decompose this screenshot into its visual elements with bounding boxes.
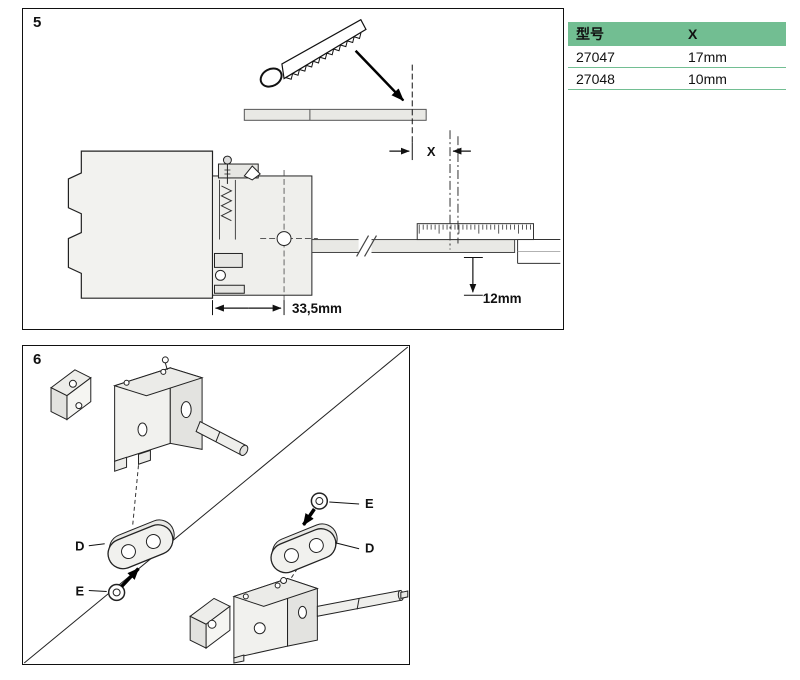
washer-e-lower <box>310 492 329 510</box>
step-5-number: 5 <box>33 14 42 31</box>
svg-text:D: D <box>365 541 374 556</box>
table-row: 27048 10mm <box>568 67 786 90</box>
adapter-d-upper <box>107 519 175 570</box>
dashed-guide-upper <box>132 465 139 527</box>
bracket-mechanism <box>212 155 318 302</box>
tube-rod <box>243 108 427 121</box>
step-6-diagram: D E E D <box>23 346 409 664</box>
step-6-number: 6 <box>33 351 42 368</box>
width-dim-label: 33,5mm <box>292 301 342 316</box>
insert-arrow-upper <box>120 567 140 588</box>
width-dimension: 33,5mm <box>212 300 342 316</box>
height-dim-label: 12mm <box>483 291 522 306</box>
roller-axis-circle <box>276 231 292 247</box>
shaft-break-gap <box>358 236 372 256</box>
label-d-upper: D <box>75 539 105 554</box>
model-table: 型号 X 27047 17mm 27048 10mm <box>568 22 786 90</box>
x-dimension: X <box>389 142 471 161</box>
clip-detail <box>243 165 261 181</box>
step-5-diagram: X 33,5mm 12mm <box>67 18 561 316</box>
svg-text:D: D <box>75 539 84 554</box>
shaft-break-marks <box>356 235 377 257</box>
screw-icon <box>222 155 232 184</box>
x-cell: 10mm <box>680 67 786 90</box>
insert-arrow-lower <box>302 507 316 526</box>
spring-icon <box>219 179 236 240</box>
step-5-panel: 5 <box>22 8 564 330</box>
shaft <box>311 235 516 257</box>
x-dim-label: X <box>427 144 436 159</box>
table-header-row: 型号 X <box>568 22 786 46</box>
model-cell: 27048 <box>568 67 680 90</box>
svg-text:E: E <box>76 583 85 598</box>
diagonal-divider <box>23 346 409 664</box>
step-6-panel: 6 <box>22 345 410 665</box>
label-e-upper: E <box>76 583 107 598</box>
label-e-lower: E <box>329 496 374 511</box>
x-cell: 17mm <box>680 46 786 68</box>
washer-e-upper <box>107 583 126 602</box>
table-row: 27047 17mm <box>568 46 786 68</box>
svg-text:E: E <box>365 496 374 511</box>
model-cell: 27047 <box>568 46 680 68</box>
shaft-upper <box>195 420 249 457</box>
table-header-model: 型号 <box>568 22 680 46</box>
end-channel <box>517 239 561 264</box>
adapter-d-lower <box>270 523 338 574</box>
table-header-x: X <box>680 22 786 46</box>
label-d-lower: D <box>335 541 374 556</box>
bracket-upper <box>112 356 204 472</box>
wall-clip-lower <box>189 597 231 650</box>
ruler <box>416 223 534 241</box>
height-dimension: 12mm <box>463 256 522 306</box>
wall-profile <box>67 150 214 299</box>
shaft-lower <box>316 589 409 617</box>
saw-icon <box>259 18 367 88</box>
bracket-lower <box>232 577 319 664</box>
wall-clip-upper <box>50 369 92 421</box>
cut-direction-arrow <box>354 49 405 102</box>
